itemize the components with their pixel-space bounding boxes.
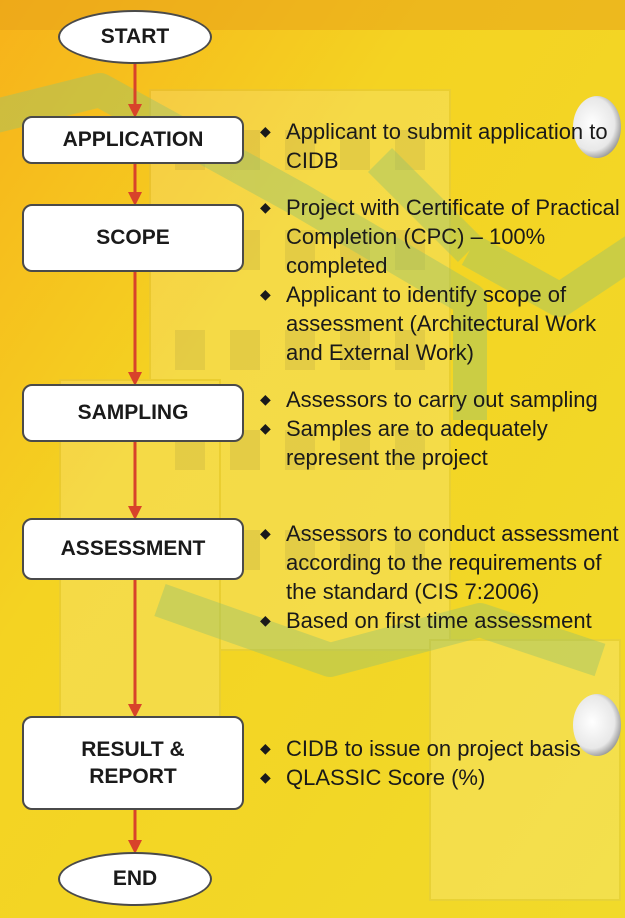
diamond-bullet-icon: ◆ [260, 123, 271, 139]
diamond-bullet-icon: ◆ [260, 199, 271, 215]
step-label-line1: RESULT & [81, 737, 185, 761]
step-result-report-box: RESULT & REPORT [22, 716, 244, 810]
diamond-bullet-icon: ◆ [260, 740, 271, 756]
end-terminal: END [58, 852, 212, 906]
note-item: ◆Based on first time assessment [260, 608, 592, 633]
diamond-bullet-icon: ◆ [260, 525, 271, 541]
end-label: END [112, 867, 158, 890]
diamond-bullet-icon: ◆ [260, 769, 271, 785]
start-label: START [100, 25, 170, 48]
result-report-notes: ◆CIDB to issue on project basis ◆QLASSIC… [252, 734, 620, 792]
step-scope-box: SCOPE [22, 204, 244, 272]
step-sampling-box: SAMPLING [22, 384, 244, 442]
start-terminal: START [58, 10, 212, 64]
step-label: APPLICATION [62, 128, 204, 152]
flow-arrow [128, 440, 142, 520]
flow-arrow [128, 578, 142, 718]
note-item: ◆Samples are to adequately represent the… [260, 416, 548, 470]
note-item: ◆Applicant to identify scope of assessme… [260, 282, 597, 365]
note-item: ◆Assessors to carry out sampling [260, 387, 598, 412]
flow-arrow [128, 270, 142, 386]
note-item: ◆QLASSIC Score (%) [260, 765, 486, 790]
flow-arrow [128, 60, 142, 118]
note-item: ◆CIDB to issue on project basis [260, 736, 581, 761]
binder-hole-icon [573, 96, 621, 158]
flow-arrow [128, 162, 142, 206]
note-item: ◆Applicant to submit application to CIDB [260, 119, 608, 173]
step-label: SCOPE [96, 226, 170, 250]
diamond-bullet-icon: ◆ [260, 286, 271, 302]
sampling-notes: ◆Assessors to carry out sampling ◆Sample… [252, 385, 620, 472]
diamond-bullet-icon: ◆ [260, 612, 271, 628]
step-application-box: APPLICATION [22, 116, 244, 164]
diamond-bullet-icon: ◆ [260, 420, 271, 436]
step-label: SAMPLING [77, 401, 189, 425]
step-label: ASSESSMENT [60, 537, 206, 561]
note-item: ◆Assessors to conduct assessment accordi… [260, 521, 619, 604]
binder-hole-icon [573, 694, 621, 756]
scope-notes: ◆Project with Certificate of Practical C… [252, 193, 620, 367]
assessment-notes: ◆Assessors to conduct assessment accordi… [252, 519, 620, 635]
step-assessment-box: ASSESSMENT [22, 518, 244, 580]
flow-arrow [128, 808, 142, 854]
step-label-line2: REPORT [89, 765, 177, 788]
note-item: ◆Project with Certificate of Practical C… [260, 195, 620, 278]
diamond-bullet-icon: ◆ [260, 391, 271, 407]
application-notes: ◆Applicant to submit application to CIDB [252, 117, 620, 175]
